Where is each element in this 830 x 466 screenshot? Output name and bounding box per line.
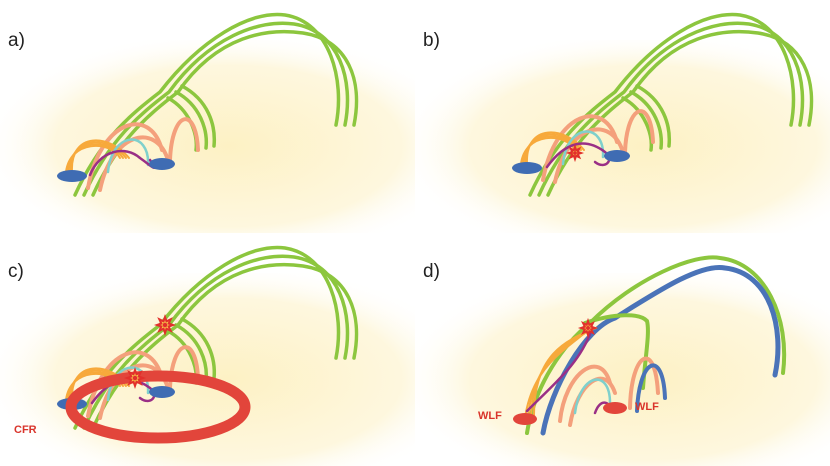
cyan-loop: [561, 130, 605, 166]
orange-flux-bundle: [65, 144, 121, 173]
footpoint-right: [149, 158, 175, 170]
green-inner-leg: [629, 90, 664, 150]
reconnection-site-icon-core: [162, 322, 168, 328]
green-inner-leg: [174, 90, 209, 150]
green-arcade-strand: [91, 29, 359, 197]
wlf-label-left: WLF: [478, 410, 502, 422]
green-arcade-strand: [537, 21, 805, 197]
green-arcade-strand: [525, 255, 787, 435]
diagram-d: [415, 255, 830, 466]
panel-label: c): [8, 261, 24, 282]
panel-c: c) CFR: [0, 233, 415, 466]
blue-reconnected-loop: [540, 264, 781, 436]
panel-label: a): [8, 30, 25, 51]
wlf-label-right: WLF: [635, 401, 659, 413]
panel-label: b): [423, 30, 440, 51]
salmon-loop: [628, 356, 660, 410]
green-arcade-strand: [82, 254, 350, 430]
photosphere-glow: [415, 40, 830, 233]
reconnection-site-icon-core: [573, 151, 577, 155]
reconnection-site-icon-core: [586, 326, 590, 330]
wlf-right-footpoint: [603, 402, 627, 414]
purple-loop: [525, 329, 593, 413]
green-inner-leg: [635, 84, 672, 148]
footpoint-left: [512, 162, 542, 174]
panel-b: b): [415, 0, 830, 233]
diagram-c: [0, 245, 415, 466]
blue-reconnected-loop: [635, 363, 667, 413]
diagram-a: [0, 12, 415, 233]
cyan-loop: [106, 366, 150, 402]
panel-d: d) WLF WLF: [415, 233, 830, 466]
panel-label: d): [423, 261, 440, 282]
salmon-loop: [558, 364, 612, 423]
cfr-label: CFR: [14, 424, 37, 436]
cyan-loop: [573, 378, 612, 415]
orange-flux-bundle: [67, 143, 124, 173]
cyan-loop: [106, 138, 150, 174]
green-inner-leg: [583, 313, 650, 390]
circular-flare-ribbon: [65, 370, 251, 444]
green-inner-leg: [180, 317, 217, 381]
footpoint-right: [604, 150, 630, 162]
footpoint-right: [149, 386, 175, 398]
green-inner-leg: [180, 84, 217, 148]
salmon-loop: [86, 350, 164, 418]
salmon-loop: [623, 109, 655, 154]
footpoint-left: [57, 170, 87, 182]
diagram-b: [415, 12, 830, 233]
green-arcade-strand: [73, 245, 341, 430]
wlf-left-footpoint: [513, 413, 537, 425]
salmon-loop: [541, 114, 619, 182]
green-arcade-strand: [528, 12, 796, 197]
reconnection-site-icon-core: [132, 375, 138, 381]
green-arcade-strand: [82, 21, 350, 197]
green-arcade-strand: [91, 262, 359, 430]
panel-a: a): [0, 0, 415, 233]
salmon-loop: [168, 117, 200, 162]
purple-loop: [545, 142, 611, 169]
green-inner-leg: [621, 96, 654, 152]
photosphere-glow: [415, 273, 830, 466]
